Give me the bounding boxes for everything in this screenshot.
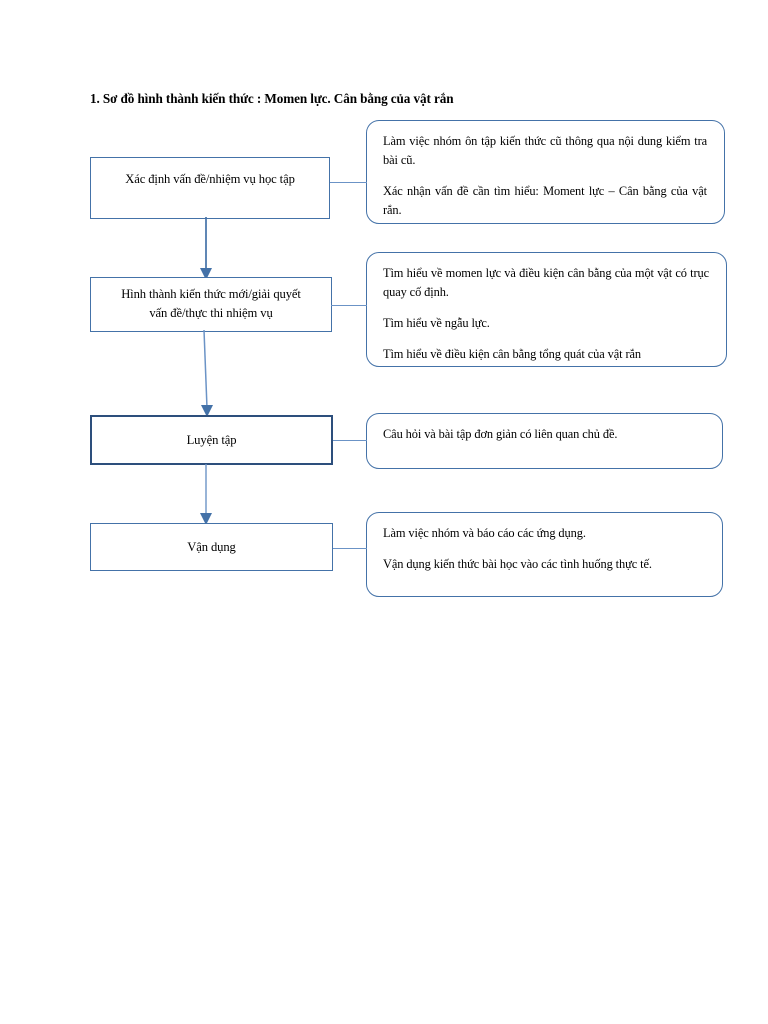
stage-label: Vận dụng <box>187 539 236 554</box>
stage-label-line-1: Hình thành kiến thức mới/giải quyết <box>121 287 301 302</box>
detail-paragraph: Tìm hiểu về điều kiện cân bằng tổng quát… <box>383 346 642 361</box>
page-title: 1. Sơ đồ hình thành kiến thức : Momen lự… <box>90 91 454 106</box>
stage-box-xac-dinh-van-de: Xác định vấn đề/nhiệm vụ học tập <box>90 157 330 219</box>
arrow-stage-3-to-4 <box>200 464 212 525</box>
arrow-stage-2-to-3 <box>201 329 213 417</box>
detail-panel-luyen-tap: Câu hỏi và bài tập đơn giản có liên quan… <box>366 413 723 469</box>
detail-paragraph: Làm việc nhóm ôn tập kiến thức cũ thông … <box>383 134 707 167</box>
stage-box-van-dung: Vận dụng <box>90 523 333 571</box>
stage-box-hinh-thanh-kien-thuc: Hình thành kiến thức mới/giải quyết vấn … <box>90 277 332 332</box>
arrow-stage-1-to-2 <box>200 217 212 280</box>
connector-line-stage-1 <box>330 182 367 184</box>
detail-paragraph: Câu hỏi và bài tập đơn giản có liên quan… <box>383 427 618 441</box>
detail-panel-van-dung: Làm việc nhóm và báo cáo các ứng dụng. V… <box>366 512 723 597</box>
detail-panel-xac-dinh-van-de: Làm việc nhóm ôn tập kiến thức cũ thông … <box>366 120 725 224</box>
detail-paragraph: Tìm hiểu về momen lực và điều kiện cân b… <box>383 266 709 299</box>
stage-label: Xác định vấn đề/nhiệm vụ học tập <box>125 172 295 186</box>
connector-line-stage-2 <box>331 305 367 307</box>
stage-label: Luyện tập <box>186 432 237 447</box>
detail-paragraph: Xác nhận vấn đề cần tìm hiểu: Moment lực… <box>383 183 707 217</box>
connector-line-stage-3 <box>333 440 367 442</box>
detail-paragraph: Làm việc nhóm và báo cáo các ứng dụng. <box>383 526 586 540</box>
detail-paragraph: Vận dụng kiến thức bài học vào các tình … <box>383 556 652 571</box>
stage-label-line-2: vấn đề/thực thi nhiệm vụ <box>149 305 273 320</box>
detail-panel-hinh-thanh-kien-thuc: Tìm hiểu về momen lực và điều kiện cân b… <box>366 252 727 367</box>
stage-box-luyen-tap: Luyện tập <box>90 415 333 465</box>
stage-label: Hình thành kiến thức mới/giải quyết vấn … <box>121 285 301 322</box>
detail-paragraph: Tìm hiểu về ngẫu lực. <box>383 315 490 330</box>
connector-line-stage-4 <box>333 548 367 550</box>
